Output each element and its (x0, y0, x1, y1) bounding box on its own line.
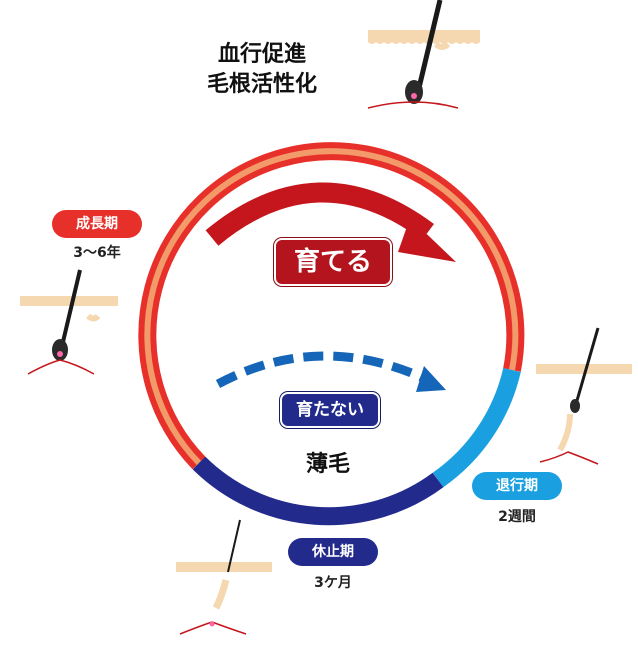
growth-phase-arc-inner (144, 148, 519, 466)
headline-line1: 血行促進 (217, 42, 306, 67)
not-grow-badge: 育たない (280, 392, 380, 428)
hair-follicle-growth-top (367, 0, 480, 109)
growth-phase-label: 成長期 (52, 210, 142, 238)
resting-phase-label: 休止期 (288, 538, 378, 566)
not-grow-arrow (215, 351, 430, 388)
grow-badge: 育てる (274, 238, 392, 286)
regression-phase-label: 退行期 (472, 472, 562, 500)
regression-phase-duration: 2週間 (498, 509, 536, 525)
hair-follicle-growth-left (20, 269, 118, 375)
resting-phase-duration: 3ケ月 (314, 575, 352, 591)
headline: 血行促進 毛根活性化 (182, 40, 342, 100)
growth-phase-duration: 3～6年 (73, 245, 121, 261)
grow-arrow-head (398, 218, 456, 262)
resting-phase-arc (192, 456, 444, 526)
thin-hair-label: 薄毛 (305, 452, 350, 477)
grow-arrow (205, 182, 434, 246)
regression-phase-arc (432, 367, 521, 488)
hair-follicle-regression (536, 327, 632, 465)
not-grow-arrow-head (416, 366, 446, 392)
hair-follicle-resting (176, 519, 272, 635)
headline-line2: 毛根活性化 (206, 72, 317, 97)
